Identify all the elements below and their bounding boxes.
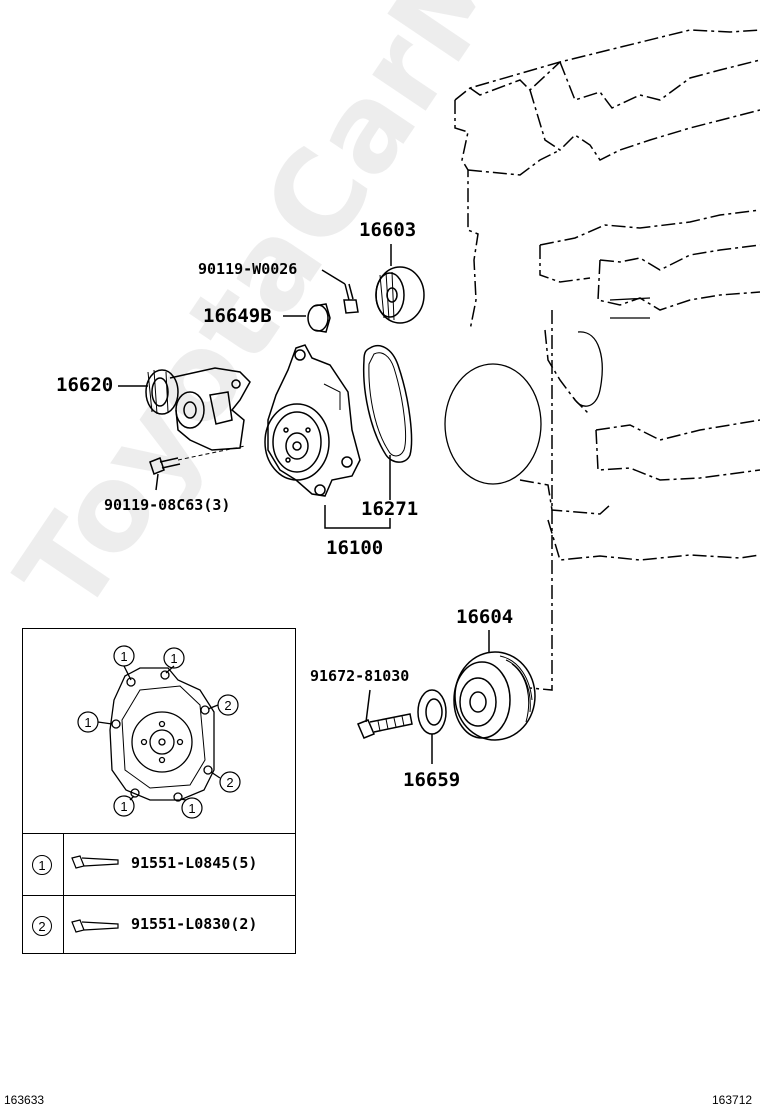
callout-16659: 16659 <box>403 769 461 791</box>
svg-text:1: 1 <box>188 801 195 816</box>
svg-text:1: 1 <box>84 715 91 730</box>
idler-pulley-16603 <box>375 244 425 324</box>
callout-16604: 16604 <box>456 606 514 628</box>
inset-pump-diagram <box>97 665 221 802</box>
bolt-91672-81030 <box>357 689 413 739</box>
inset-key-numbers: 1 1 2 1 2 1 1 <box>84 649 233 816</box>
legend-part-row1: 91551-L0845(5) <box>131 854 258 872</box>
svg-text:1: 1 <box>170 651 177 666</box>
assembly-bracket-16100 <box>324 505 391 529</box>
callout-91672-81030: 91672-81030 <box>310 667 410 685</box>
svg-text:2: 2 <box>224 698 231 713</box>
callout-16649b: 16649B <box>203 305 272 327</box>
legend-key-2: 2 <box>32 916 52 936</box>
svg-text:2: 2 <box>226 775 233 790</box>
legend-part-row2: 91551-L0830(2) <box>131 915 258 933</box>
timing-cover-seal <box>444 297 651 485</box>
inset-table-mid-line <box>23 895 295 896</box>
legend-key-1: 1 <box>32 855 52 875</box>
bolt-90119-w0026 <box>321 269 359 314</box>
svg-text:1: 1 <box>120 649 127 664</box>
engine-block-outline <box>454 29 760 691</box>
inset-table-top-line <box>23 833 295 834</box>
footer-right-code: 163712 <box>712 1093 753 1107</box>
callout-16620: 16620 <box>56 374 114 396</box>
inset-table-column-line <box>63 833 64 953</box>
gasket-16271 <box>362 344 413 500</box>
tensioner-16620 <box>118 367 251 451</box>
callout-90119-w0026: 90119-W0026 <box>198 260 298 278</box>
inset-bolt-legend: 1 91551-L0845(5) 2 91551-L0830(2) <box>22 628 296 954</box>
callout-16603: 16603 <box>359 219 417 241</box>
inset-bolt-icons <box>71 855 119 933</box>
bolt-90119-08c63 <box>149 445 246 491</box>
callout-90119-08c63: 90119-08C63(3) <box>104 496 231 514</box>
cap-16649b <box>283 303 331 333</box>
inset-key-circles <box>77 645 241 819</box>
callout-16100: 16100 <box>326 537 384 559</box>
crank-pulley-16604 <box>453 630 536 741</box>
footer-left-code: 163633 <box>4 1093 45 1107</box>
callout-16271: 16271 <box>361 498 419 520</box>
svg-text:1: 1 <box>120 799 127 814</box>
washer-16659 <box>417 689 447 764</box>
water-pump-16100 <box>264 344 361 497</box>
